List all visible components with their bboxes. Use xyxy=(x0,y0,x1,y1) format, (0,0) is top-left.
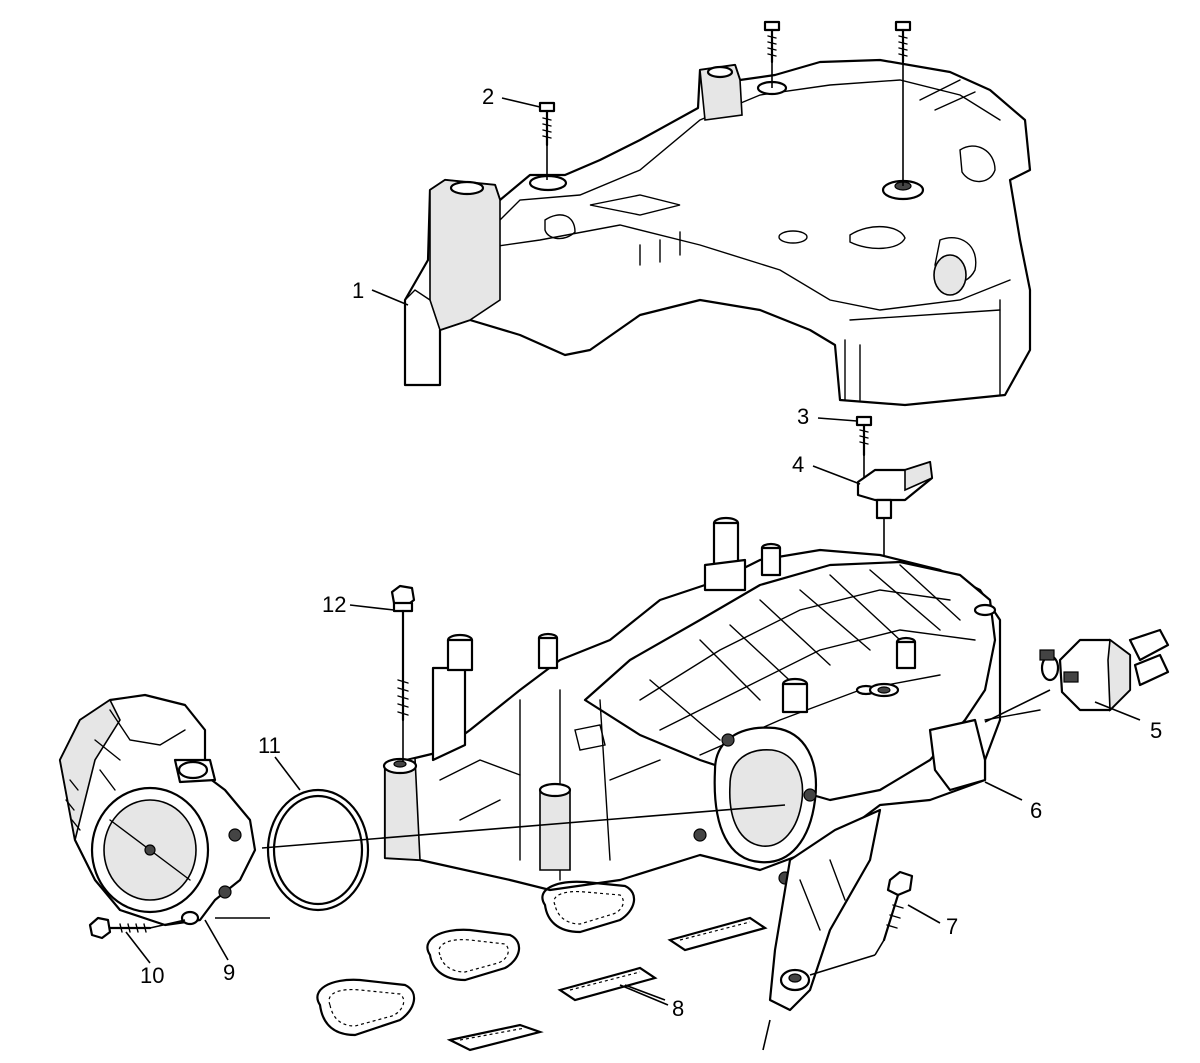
callout-10: 10 xyxy=(140,963,164,988)
cover-bolt-left xyxy=(538,101,556,180)
throttle-body xyxy=(58,693,270,927)
intake-manifold xyxy=(382,516,1041,1012)
callout-11: 11 xyxy=(258,733,281,758)
alignment-line xyxy=(261,804,786,849)
callout-5: 5 xyxy=(1150,718,1162,743)
intake-valve-solenoid xyxy=(984,628,1170,723)
callout-7: 7 xyxy=(946,914,958,939)
cover-bolt-right xyxy=(894,20,912,186)
intake-port-gaskets xyxy=(316,880,768,1052)
manifold-bolt xyxy=(809,870,914,976)
callout-3: 3 xyxy=(797,404,809,429)
sensor-bolt xyxy=(855,415,873,480)
leader-lines xyxy=(125,97,1141,1051)
callout-2: 2 xyxy=(482,84,494,109)
map-sensor xyxy=(856,460,934,690)
callout-9: 9 xyxy=(223,960,235,985)
callout-8: 8 xyxy=(672,996,684,1021)
callout-1: 1 xyxy=(352,278,364,303)
callout-6: 6 xyxy=(1030,798,1042,823)
manifold-long-bolt xyxy=(390,584,416,762)
engine-cover-part xyxy=(403,58,1032,407)
cover-bolt-center xyxy=(763,20,781,88)
callout-4: 4 xyxy=(792,452,804,477)
callout-12: 12 xyxy=(322,592,346,617)
throttle-body-bolt xyxy=(88,916,186,940)
throttle-body-seal xyxy=(266,788,370,912)
